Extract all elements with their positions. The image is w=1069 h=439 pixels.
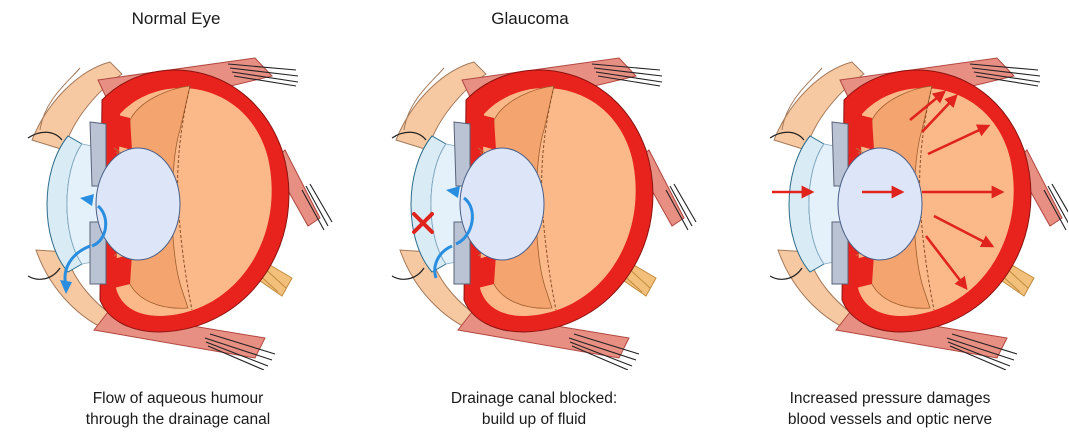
caption-line: Flow of aqueous humour (0, 388, 356, 409)
panel-caption: Increased pressure damages blood vessels… (712, 388, 1068, 430)
panel-normal-eye: Normal Eye Flow of aqueous humour throug… (0, 0, 356, 439)
panel-glaucoma: Glaucoma Drainage canal blocked: build u… (356, 0, 712, 439)
panel-title: Normal Eye (0, 9, 354, 29)
caption-line: blood vessels and optic nerve (712, 409, 1068, 430)
caption-line: Increased pressure damages (712, 388, 1068, 409)
caption-line: through the drainage canal (0, 409, 356, 430)
caption-line: Drainage canal blocked: (356, 388, 712, 409)
panel-caption: Flow of aqueous humour through the drain… (0, 388, 356, 430)
panel-pressure: Increased pressure damages blood vessels… (712, 0, 1068, 439)
panel-title: Glaucoma (352, 9, 708, 29)
pressure-eye-illustration (712, 40, 1068, 370)
panel-caption: Drainage canal blocked: build up of flui… (356, 388, 712, 430)
glaucoma-eye-illustration (356, 40, 712, 370)
normal-eye-illustration (0, 40, 356, 370)
caption-line: build up of fluid (356, 409, 712, 430)
